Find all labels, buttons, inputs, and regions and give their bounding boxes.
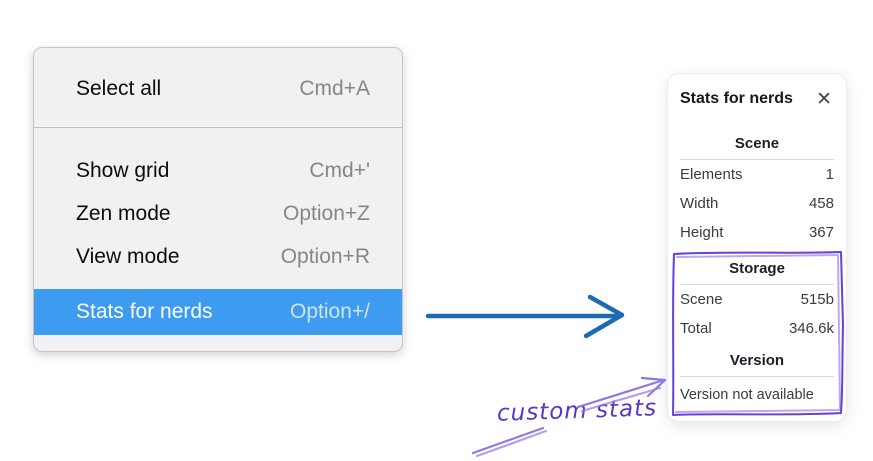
menu-item-shortcut: Option+Z — [283, 201, 370, 225]
menu-item-stats-for-nerds[interactable]: Stats for nerds Option+/ — [34, 289, 402, 335]
stat-value: 458 — [808, 195, 834, 212]
section-heading-storage: Storage — [729, 260, 785, 277]
arrow-menu-to-panel-icon — [425, 294, 625, 339]
menu-item-show-grid[interactable]: Show grid Cmd+' — [34, 149, 402, 192]
stat-label: Height — [680, 224, 724, 241]
stats-panel: Stats for nerds ✕ Scene Elements 1 Width… — [667, 73, 847, 422]
menu-item-zen-mode[interactable]: Zen mode Option+Z — [34, 192, 402, 235]
stat-label: Width — [680, 195, 719, 212]
close-icon[interactable]: ✕ — [816, 87, 832, 110]
menu-divider — [34, 127, 402, 128]
menu-item-shortcut: Cmd+' — [309, 158, 370, 182]
menu-item-label: Stats for nerds — [76, 300, 213, 323]
section-divider — [680, 159, 834, 160]
stat-label: Total — [680, 320, 712, 337]
stats-panel-header: Stats for nerds ✕ — [680, 88, 834, 110]
stat-value: 515b — [800, 291, 834, 308]
menu-item-shortcut: Option+/ — [290, 300, 370, 323]
stat-value: 367 — [808, 224, 834, 241]
stat-row-storage-scene: Scene 515b — [680, 285, 834, 314]
section-heading-version: Version — [729, 352, 785, 369]
menu-item-shortcut: Option+R — [280, 244, 370, 268]
menu-item-view-mode[interactable]: View mode Option+R — [34, 235, 402, 278]
menu-item-shortcut: Cmd+A — [299, 77, 370, 100]
menu-item-label: Show grid — [76, 158, 170, 182]
menu-item-select-all[interactable]: Select all Cmd+A — [34, 66, 402, 112]
stat-label: Elements — [680, 166, 743, 183]
stats-panel-title: Stats for nerds — [680, 90, 793, 107]
stat-label: Scene — [680, 291, 723, 308]
stat-row-height: Height 367 — [680, 218, 834, 247]
stat-value: 346.6k — [788, 320, 834, 337]
stat-row-width: Width 458 — [680, 189, 834, 218]
stat-value: 1 — [825, 166, 834, 183]
stat-row-elements: Elements 1 — [680, 160, 834, 189]
version-note: Version not available — [680, 387, 814, 403]
menu-item-label: Zen mode — [76, 201, 171, 225]
section-heading-scene: Scene — [734, 135, 780, 152]
menu-item-label: Select all — [76, 77, 162, 100]
stat-row-storage-total: Total 346.6k — [680, 314, 834, 343]
annotation-custom-stats: custom stats — [496, 395, 658, 427]
context-menu: Select all Cmd+A Show grid Cmd+' Zen mod… — [33, 47, 403, 352]
menu-item-label: View mode — [76, 244, 180, 268]
section-divider — [680, 376, 834, 377]
